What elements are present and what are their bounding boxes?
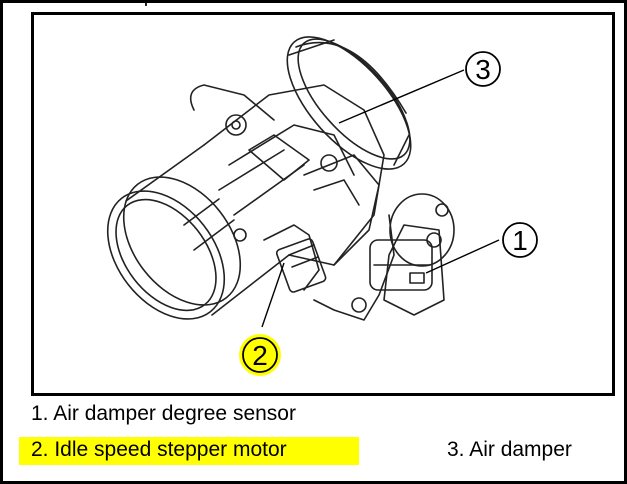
clipped-title: 2. Water temperature sensor	[30, 0, 284, 8]
svg-text:1: 1	[512, 225, 528, 256]
inlet-pipe	[106, 144, 290, 320]
degree-sensor	[369, 193, 455, 316]
caption-item-3: 3. Air damper	[447, 438, 572, 461]
caption-item-1: 1. Air damper degree sensor	[31, 402, 296, 425]
leader-lines	[261, 69, 500, 328]
figure-frame: 3 1 2	[31, 12, 615, 396]
svg-text:2: 2	[252, 340, 268, 371]
callout-1: 1	[502, 222, 538, 258]
throttle-body-diagram: 3 1 2	[106, 36, 538, 376]
svg-text:3: 3	[475, 54, 491, 85]
caption-item-2: 2. Idle speed stepper motor	[31, 438, 287, 461]
sensor-housing	[233, 154, 395, 321]
caption-item-2-highlight	[19, 437, 359, 465]
callout-2: 2	[239, 334, 281, 376]
callout-3: 3	[465, 51, 501, 87]
throttle-body	[189, 84, 385, 266]
stepper-motor	[275, 238, 327, 293]
air-damper	[286, 36, 412, 170]
